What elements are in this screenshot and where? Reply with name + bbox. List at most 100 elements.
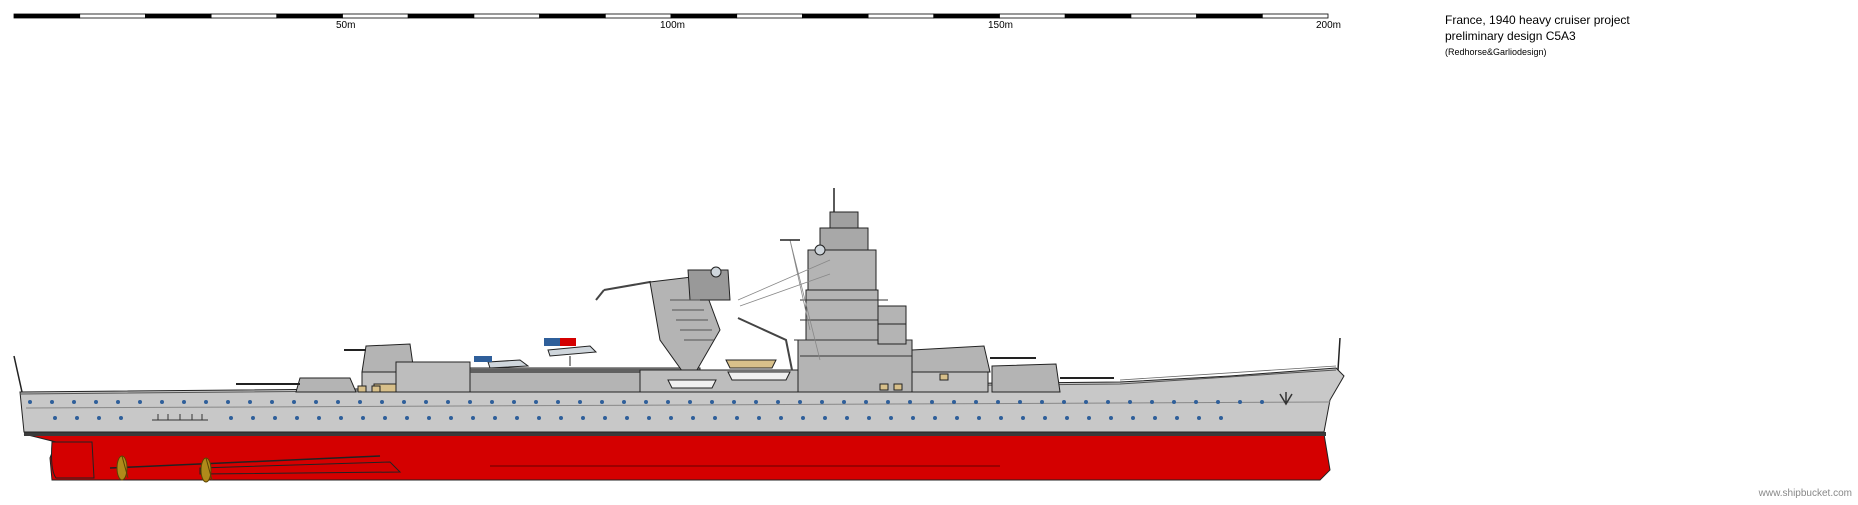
porthole xyxy=(229,416,233,420)
porthole xyxy=(490,400,494,404)
porthole xyxy=(204,400,208,404)
porthole xyxy=(50,400,54,404)
porthole xyxy=(1128,400,1132,404)
porthole xyxy=(1216,400,1220,404)
porthole xyxy=(732,400,736,404)
porthole xyxy=(977,416,981,420)
funnel-cap xyxy=(687,269,731,301)
porthole xyxy=(1043,416,1047,420)
porthole xyxy=(757,416,761,420)
porthole xyxy=(182,400,186,404)
porthole xyxy=(534,400,538,404)
porthole xyxy=(336,400,340,404)
porthole xyxy=(471,416,475,420)
secondary-turret-fwd xyxy=(877,323,907,345)
porthole xyxy=(512,400,516,404)
porthole xyxy=(72,400,76,404)
porthole xyxy=(1175,416,1179,420)
porthole xyxy=(600,400,604,404)
porthole xyxy=(996,400,1000,404)
porthole xyxy=(930,400,934,404)
watermark: www.shipbucket.com xyxy=(1758,488,1852,499)
porthole xyxy=(886,400,890,404)
porthole xyxy=(1062,400,1066,404)
funnel-grille xyxy=(670,299,714,341)
porthole xyxy=(581,416,585,420)
forecastle-rail xyxy=(1119,365,1337,381)
porthole xyxy=(622,400,626,404)
porthole xyxy=(1219,416,1223,420)
porthole xyxy=(270,400,274,404)
porthole xyxy=(339,416,343,420)
porthole xyxy=(292,400,296,404)
scale-label-50m: 50m xyxy=(336,20,356,31)
porthole xyxy=(999,416,1003,420)
porthole xyxy=(248,400,252,404)
scale-segments xyxy=(13,13,1329,19)
title-line-1: France, 1940 heavy cruiser project xyxy=(1445,13,1630,27)
porthole xyxy=(1172,400,1176,404)
propeller-inner xyxy=(200,457,213,483)
stern-name-marking xyxy=(152,414,208,421)
porthole xyxy=(779,416,783,420)
aa-mounts xyxy=(357,373,949,393)
stern-staff xyxy=(13,355,23,393)
portholes xyxy=(28,400,1264,420)
porthole xyxy=(776,400,780,404)
porthole xyxy=(911,416,915,420)
shaft-line xyxy=(109,455,381,469)
porthole xyxy=(160,400,164,404)
porthole xyxy=(578,400,582,404)
credit-line: (Redhorse&Garliodesign) xyxy=(1445,47,1547,57)
porthole xyxy=(358,400,362,404)
porthole xyxy=(691,416,695,420)
scale-segment xyxy=(1261,13,1329,19)
scale-label-150m: 150m xyxy=(988,20,1014,31)
porthole xyxy=(625,416,629,420)
porthole xyxy=(1194,400,1198,404)
seaplane-2 xyxy=(544,338,598,366)
porthole xyxy=(1131,416,1135,420)
porthole xyxy=(138,400,142,404)
porthole xyxy=(559,416,563,420)
porthole xyxy=(515,416,519,420)
tower-upper xyxy=(807,249,877,291)
secondary-turret-aft xyxy=(877,305,907,325)
porthole xyxy=(845,416,849,420)
aft-turret-lower xyxy=(236,377,357,393)
porthole xyxy=(1153,416,1157,420)
porthole xyxy=(823,416,827,420)
porthole xyxy=(1087,416,1091,420)
bow-staff xyxy=(1337,337,1341,371)
porthole xyxy=(28,400,32,404)
porthole xyxy=(1084,400,1088,404)
porthole xyxy=(1065,416,1069,420)
porthole xyxy=(842,400,846,404)
porthole xyxy=(754,400,758,404)
porthole xyxy=(820,400,824,404)
porthole xyxy=(603,416,607,420)
porthole xyxy=(889,416,893,420)
porthole xyxy=(952,400,956,404)
porthole xyxy=(424,400,428,404)
porthole xyxy=(94,400,98,404)
hull-strake xyxy=(25,401,1331,409)
title-block: France, 1940 heavy cruiser project preli… xyxy=(1445,12,1630,60)
porthole xyxy=(537,416,541,420)
porthole xyxy=(446,400,450,404)
forward-turret-upper xyxy=(911,345,1036,393)
porthole xyxy=(735,416,739,420)
scale-label-100m: 100m xyxy=(660,20,686,31)
porthole xyxy=(75,416,79,420)
porthole xyxy=(1040,400,1044,404)
porthole xyxy=(295,416,299,420)
porthole xyxy=(97,416,101,420)
porthole xyxy=(1238,400,1242,404)
ship-boats xyxy=(667,359,791,389)
porthole xyxy=(798,400,802,404)
porthole xyxy=(710,400,714,404)
porthole xyxy=(1150,400,1154,404)
porthole xyxy=(427,416,431,420)
aft-deckhouse xyxy=(395,361,471,393)
seaplane-1 xyxy=(474,356,530,376)
